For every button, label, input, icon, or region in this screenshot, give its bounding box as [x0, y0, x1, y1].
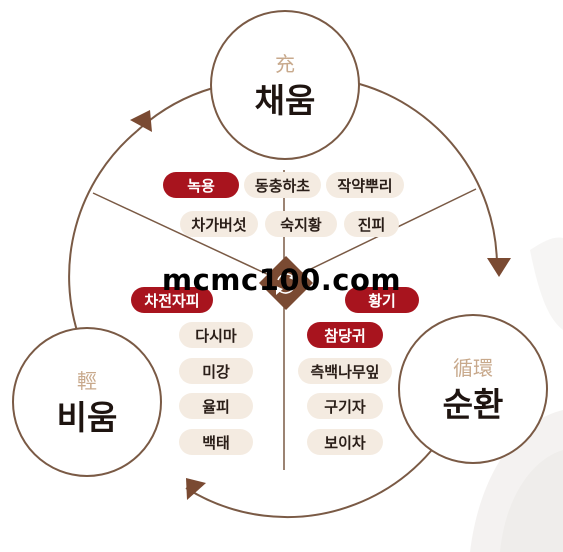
node-bium: 輕 비움	[12, 327, 162, 477]
ingredient-pill: 율피	[179, 393, 253, 419]
ingredient-pill: 측백나무잎	[298, 358, 392, 384]
node-hanja: 充	[275, 51, 295, 76]
ingredient-pill: 다시마	[179, 322, 253, 348]
cotton-decoration	[470, 237, 563, 552]
ingredient-pill: 동충하초	[244, 172, 321, 198]
ingredient-pill: 진피	[344, 211, 399, 237]
arrow-head-bottom	[186, 478, 206, 500]
node-chaeum: 充 채움	[210, 10, 360, 160]
ingredient-pill: 참당귀	[307, 322, 383, 348]
ingredient-pill: 차가버섯	[180, 211, 258, 237]
arrow-head-right	[487, 258, 511, 277]
ingredient-pill: 미강	[179, 358, 253, 384]
node-label: 비움	[56, 397, 118, 437]
ingredient-pill: 작약뿌리	[326, 172, 404, 198]
center-diamond	[259, 256, 313, 310]
ingredient-pill: 백태	[179, 429, 253, 455]
ingredient-pill: 구기자	[307, 393, 383, 419]
ingredient-pill: 차전자피	[131, 287, 213, 313]
node-sunhwan: 循環 순환	[398, 314, 548, 464]
watermark-text: mcmc100.com	[161, 263, 402, 297]
ingredient-pill: 보이차	[307, 429, 383, 455]
ingredient-pill: 숙지황	[265, 211, 337, 237]
node-hanja: 循環	[453, 355, 493, 380]
node-label: 순환	[442, 384, 504, 424]
node-label: 채움	[254, 80, 316, 120]
ingredient-pill: 황기	[345, 287, 419, 313]
node-hanja: 輕	[77, 368, 97, 393]
arrow-head-top-left	[130, 110, 152, 132]
ingredient-pill: 녹용	[163, 172, 239, 198]
